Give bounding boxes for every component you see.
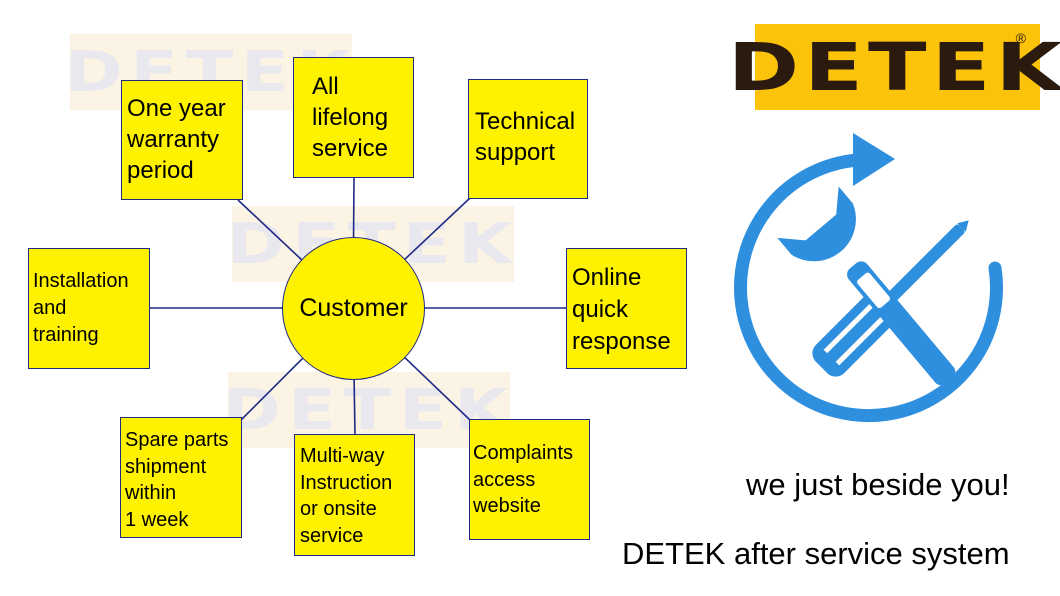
node-online-label: Online quick response — [572, 264, 671, 355]
logo-text: DETEK — [727, 28, 1060, 106]
node-multi-way-label: Multi-way Instruction or onsite service — [300, 445, 393, 547]
node-spare-parts-label: Spare parts shipment within 1 week — [125, 429, 229, 531]
watermark: DETEK — [226, 206, 514, 282]
node-complaints-label: Complaints access website — [473, 442, 574, 517]
tagline: we just beside you! — [746, 467, 1010, 502]
customer-hub-label: Customer — [299, 294, 408, 322]
node-installation-label: Installation and training — [33, 270, 129, 346]
customer-hub: Customer — [282, 237, 425, 380]
node-lifelong: All lifelong service — [293, 57, 414, 178]
registered-mark: ® — [1015, 30, 1026, 46]
node-spare-parts: Spare parts shipment within 1 week — [120, 417, 242, 538]
node-warranty: One year warranty period — [121, 80, 243, 200]
node-lifelong-label: All lifelong service — [312, 73, 389, 162]
tools-refresh-icon — [734, 133, 1003, 423]
node-installation: Installation and training — [28, 248, 150, 369]
node-online: Online quick response — [566, 248, 687, 369]
node-technical: Technical support — [468, 79, 588, 199]
node-complaints: Complaints access website — [469, 419, 590, 540]
node-warranty-label: One year warranty period — [127, 95, 226, 184]
node-technical-label: Technical support — [475, 108, 576, 166]
node-multi-way: Multi-way Instruction or onsite service — [294, 434, 415, 556]
subtitle: DETEK after service system — [622, 536, 1010, 571]
detek-logo: DETEK ® — [728, 24, 1060, 110]
